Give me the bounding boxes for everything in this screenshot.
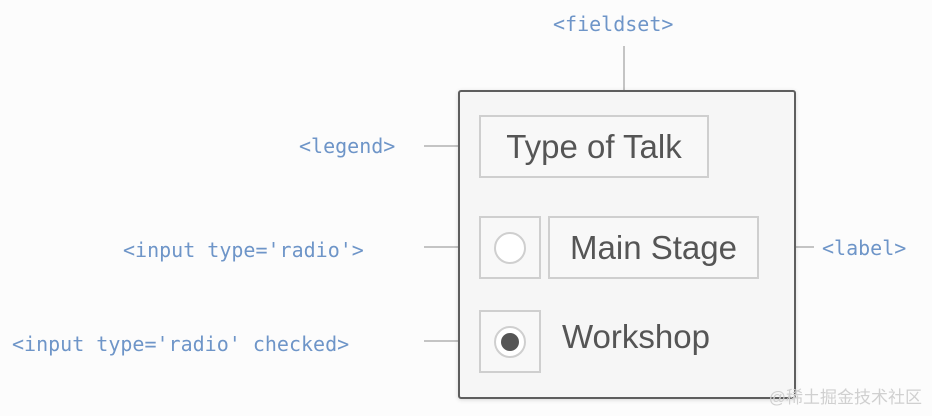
label-annotation: <label>: [822, 236, 907, 260]
radio-checked-annotation: <input type='radio' checked>: [12, 332, 350, 356]
radio-checked-dot: [501, 332, 519, 351]
fieldset-connector: [623, 46, 625, 90]
radio-workshop-wrapper: [479, 310, 541, 373]
legend-annotation: <legend>: [299, 134, 396, 158]
watermark: @稀土掘金技术社区: [768, 388, 922, 407]
legend: Type of Talk: [479, 115, 709, 178]
legend-connector: [424, 145, 481, 147]
radio-main-stage[interactable]: [494, 231, 526, 264]
fieldset-annotation: <fieldset>: [553, 12, 674, 36]
radio-main-stage-wrapper: [479, 216, 541, 279]
radio-connector: [424, 246, 481, 248]
radio-checked-connector: [424, 340, 481, 342]
radio-workshop[interactable]: [494, 325, 526, 358]
label-main-stage[interactable]: Main Stage: [548, 216, 759, 279]
label-main-stage-text: Main Stage: [570, 228, 737, 266]
radio-annotation: <input type='radio'>: [123, 238, 364, 262]
legend-text: Type of Talk: [506, 127, 682, 165]
label-workshop[interactable]: Workshop: [562, 318, 710, 355]
